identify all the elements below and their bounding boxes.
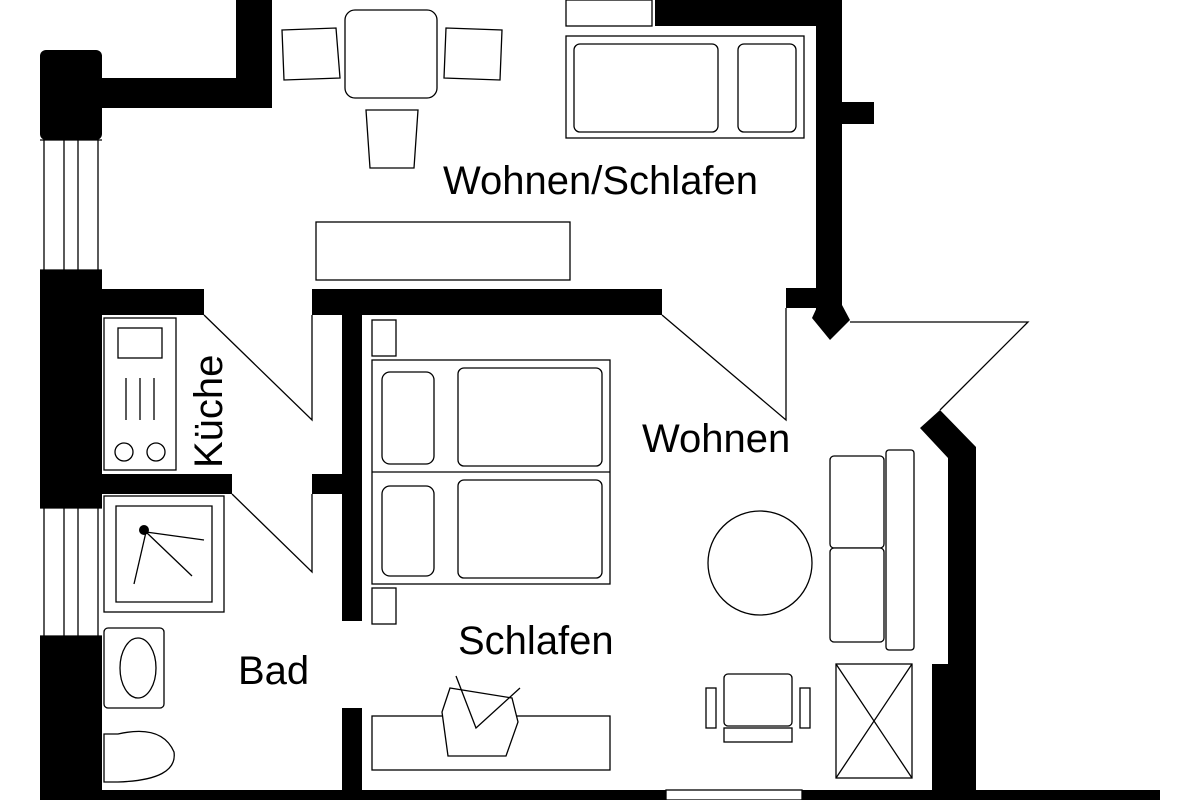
room-labels: Wohnen/Schlafen Wohnen Schlafen Bad Küch… [187, 159, 790, 693]
wall-right-door-diagonal [812, 305, 850, 340]
wall-right-angled [920, 410, 976, 800]
door-bath-swing [231, 493, 313, 574]
armchair [705, 673, 811, 743]
nightstand-top [371, 319, 397, 357]
label-kueche: Küche [187, 355, 231, 468]
desk [371, 675, 611, 771]
wall-kitchen-bottom [102, 474, 232, 494]
wall-bath-stub [312, 474, 342, 494]
wall-bedroom-left [342, 289, 362, 621]
sofa [829, 449, 915, 651]
sideboard [315, 221, 571, 281]
dining-table [344, 9, 438, 99]
dining-set [281, 9, 503, 169]
nightstand-bottom [371, 587, 397, 625]
wall-top-left [40, 78, 272, 108]
double-bed [371, 319, 611, 625]
label-wohnen-schlafen: Wohnen/Schlafen [443, 159, 758, 203]
wall-top-left-stub [236, 0, 272, 108]
label-wohnen: Wohnen [642, 417, 790, 461]
wall-right-upper [816, 0, 842, 310]
sofa-bed [565, 35, 805, 139]
window-left-upper [40, 139, 102, 271]
wall-bedroom-top [312, 289, 662, 315]
dining-chair-bottom [365, 109, 419, 169]
wall-top-right [655, 0, 840, 26]
wall-right-stub [816, 102, 874, 124]
doors [203, 308, 1030, 574]
door-entrance-swing [850, 321, 1030, 411]
windows [40, 0, 803, 800]
kitchenette [103, 317, 177, 471]
microwave [117, 327, 163, 359]
wall-bottom [40, 790, 1160, 800]
wall-kitchen-top [102, 289, 204, 315]
window-top [565, 0, 653, 27]
wall-left-lower [40, 636, 102, 800]
hob-left [114, 442, 134, 462]
wardrobe [835, 663, 913, 779]
walls [40, 0, 1160, 800]
desk-chair [441, 687, 519, 757]
window-bottom [665, 789, 803, 800]
wall-bedroom-left-lower [342, 708, 362, 800]
dining-chair-left [281, 27, 341, 81]
door-kitchen-swing [203, 314, 313, 422]
door-bedroom-swing [661, 308, 787, 422]
wall-right-door-jamb [786, 288, 842, 308]
label-schlafen: Schlafen [458, 619, 614, 663]
hob-right [146, 442, 166, 462]
bathroom-fixtures [103, 495, 225, 783]
label-bad: Bad [238, 649, 309, 693]
dining-chair-right [443, 27, 503, 81]
round-table [707, 510, 813, 616]
toilet [103, 730, 175, 783]
window-left-lower [40, 507, 102, 637]
wall-left-middle [40, 270, 102, 508]
